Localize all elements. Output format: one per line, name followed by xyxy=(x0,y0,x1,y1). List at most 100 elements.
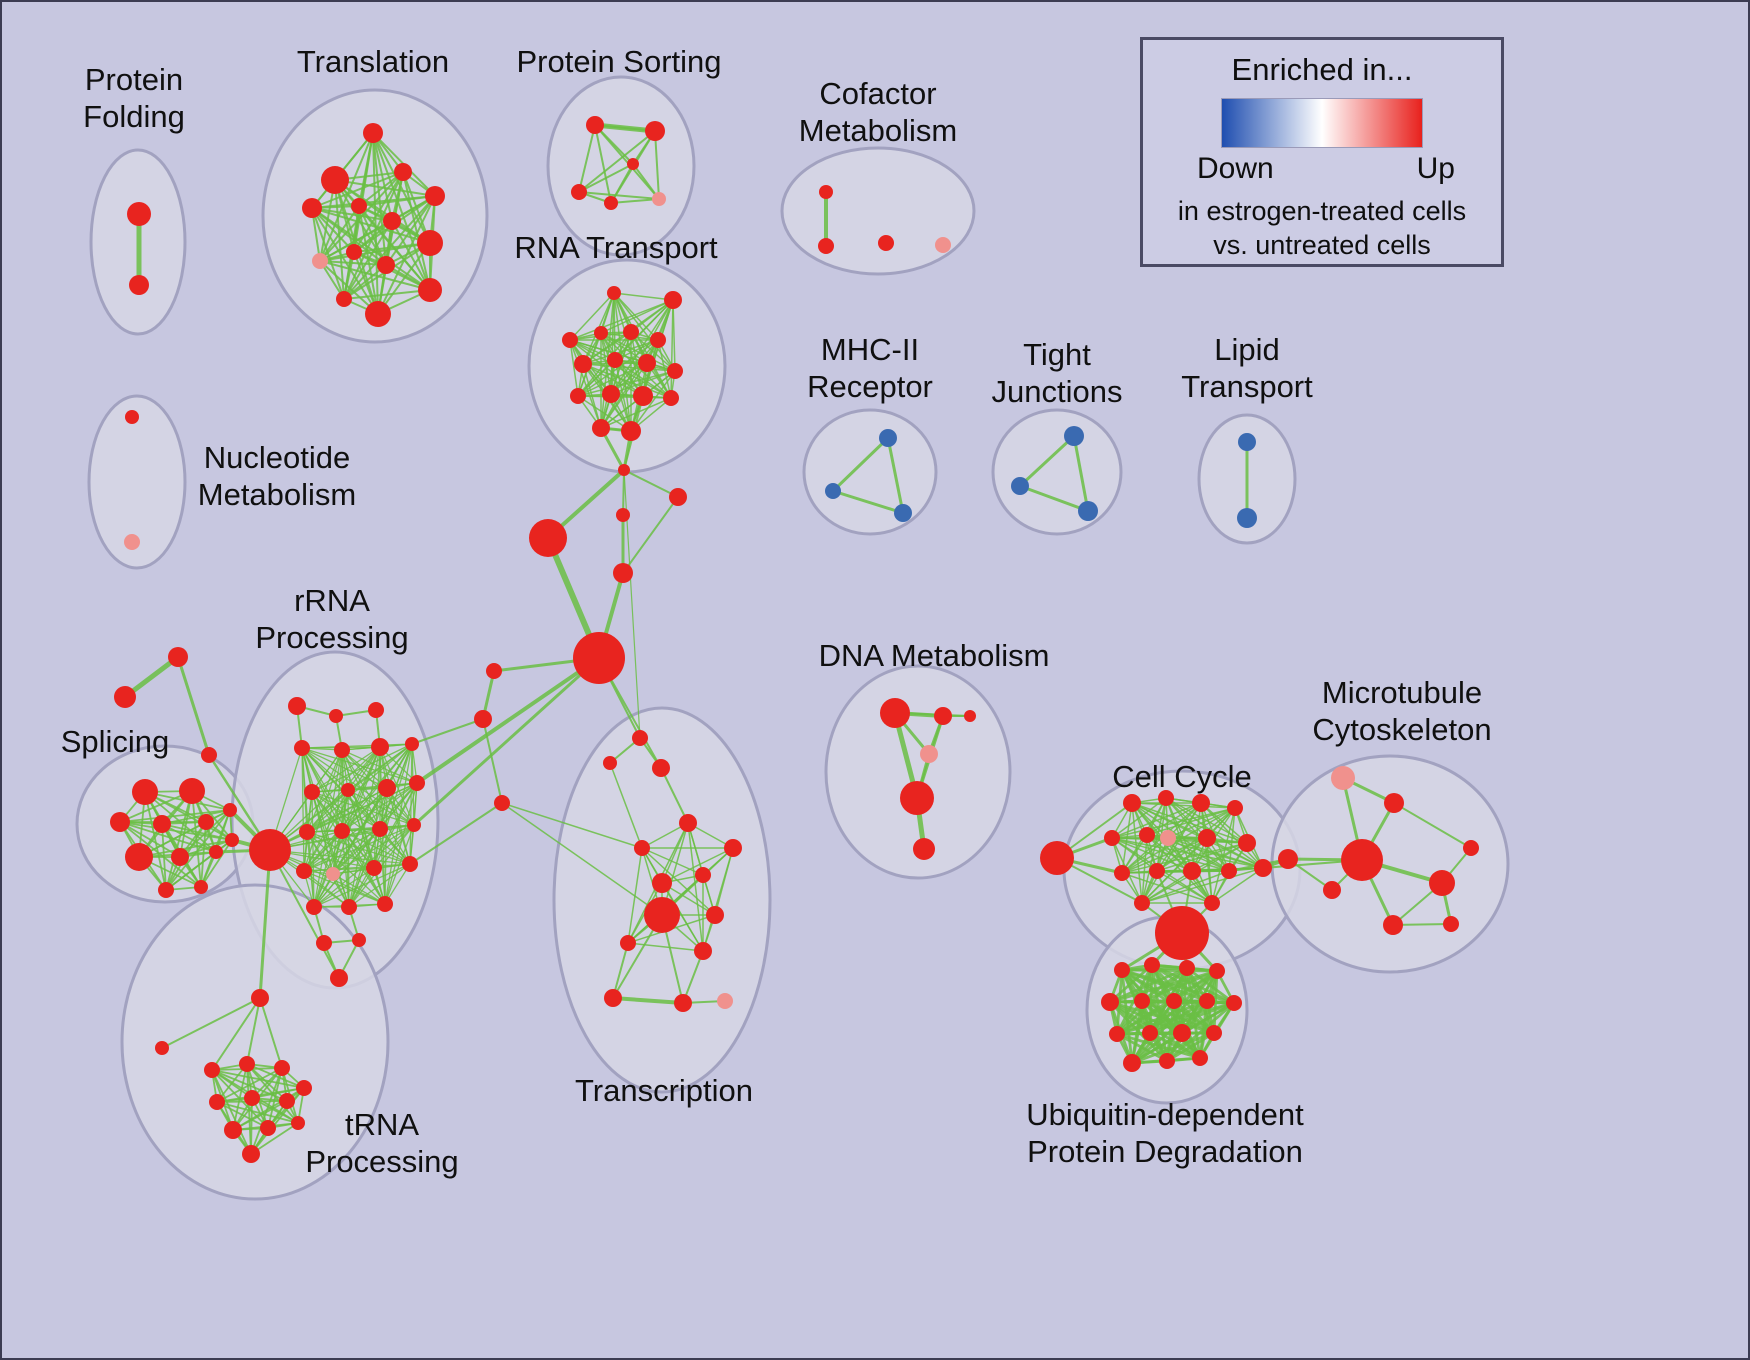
network-node xyxy=(695,867,711,883)
network-edge xyxy=(569,292,615,341)
network-edge xyxy=(372,132,379,315)
network-edge xyxy=(246,997,261,1065)
network-edge xyxy=(402,171,431,291)
network-node xyxy=(694,942,712,960)
network-edge xyxy=(301,747,305,872)
network-edge xyxy=(1131,802,1143,904)
network-node xyxy=(334,823,350,839)
network-edge xyxy=(303,824,415,872)
network-node xyxy=(296,1080,312,1096)
network-edge xyxy=(1156,837,1208,872)
network-node xyxy=(570,388,586,404)
network-edge xyxy=(582,339,659,365)
network-edge xyxy=(306,789,349,833)
network-node xyxy=(1278,849,1298,869)
network-node xyxy=(880,698,910,728)
network-edge xyxy=(594,124,634,165)
network-node xyxy=(1209,963,1225,979)
network-edge xyxy=(179,809,231,858)
network-node xyxy=(1383,915,1403,935)
network-edge xyxy=(1108,1000,1169,1063)
network-edge xyxy=(319,260,379,315)
network-node xyxy=(1221,863,1237,879)
network-edge xyxy=(409,802,503,865)
ubiquitin-degradation-label: Ubiquitin-dependent xyxy=(1026,1097,1304,1132)
network-edge xyxy=(311,171,404,209)
network-node xyxy=(336,291,352,307)
network-node xyxy=(1149,863,1165,879)
network-node xyxy=(249,829,291,871)
network-edge xyxy=(332,749,343,875)
network-node xyxy=(620,935,636,951)
network-node xyxy=(1158,790,1174,806)
trna-processing-group-ellipse xyxy=(120,883,390,1201)
network-edge xyxy=(1131,802,1236,809)
network-edge xyxy=(1121,837,1169,874)
microtubule-cytoskeleton-label: Cytoskeleton xyxy=(1312,712,1491,747)
network-edge xyxy=(319,220,393,262)
network-node xyxy=(274,1060,290,1076)
network-node xyxy=(1166,993,1182,1009)
network-node xyxy=(1238,433,1256,451)
network-node xyxy=(1101,993,1119,1011)
network-node xyxy=(1123,1054,1141,1072)
network-node xyxy=(571,184,587,200)
dna-metabolism-label: DNA Metabolism xyxy=(819,638,1050,673)
network-node xyxy=(171,848,189,866)
network-edge xyxy=(661,882,704,952)
network-edge xyxy=(311,746,381,793)
network-node xyxy=(1227,800,1243,816)
network-node xyxy=(825,483,841,499)
network-edge xyxy=(250,1122,299,1155)
network-edge xyxy=(306,782,418,833)
network-node xyxy=(1192,1050,1208,1066)
network-edge xyxy=(259,997,283,1069)
network-node xyxy=(127,202,151,226)
network-node xyxy=(304,784,320,800)
network-node xyxy=(1204,895,1220,911)
network-node xyxy=(383,212,401,230)
network-edge xyxy=(1141,867,1264,904)
network-edge xyxy=(610,198,660,204)
network-node xyxy=(223,803,237,817)
network-edge xyxy=(1018,484,1090,513)
protein-folding-label: Protein xyxy=(85,62,183,97)
tight-junctions-label: Junctions xyxy=(992,374,1123,409)
network-edge xyxy=(1111,797,1167,839)
rna-transport-group-ellipse xyxy=(527,258,727,474)
network-edge xyxy=(1393,802,1472,849)
network-node xyxy=(604,989,622,1007)
network-node xyxy=(1134,895,1150,911)
network-node xyxy=(204,1062,220,1078)
network-node xyxy=(1254,859,1272,877)
legend-title: Enriched in... xyxy=(1231,52,1413,87)
network-node xyxy=(1429,870,1455,896)
network-node xyxy=(346,244,362,260)
network-edge xyxy=(165,809,231,891)
network-edge xyxy=(216,1067,283,1103)
network-node xyxy=(1206,1025,1222,1041)
network-edge xyxy=(831,489,905,515)
network-edge xyxy=(119,821,202,888)
network-node xyxy=(964,710,976,722)
network-node xyxy=(1192,794,1210,812)
network-edge xyxy=(613,292,674,301)
network-node xyxy=(341,899,357,915)
network-node xyxy=(158,882,174,898)
network-edge xyxy=(122,654,181,700)
legend-caption-line1: in estrogen-treated cells xyxy=(1177,196,1467,226)
network-node xyxy=(260,1120,276,1136)
network-edge xyxy=(358,171,404,207)
nucleotide-metabolism-label: Nucleotide xyxy=(204,440,350,475)
network-node xyxy=(242,1145,260,1163)
network-node xyxy=(913,838,935,860)
network-edge xyxy=(482,718,503,804)
network-edge xyxy=(119,790,193,823)
network-edge xyxy=(1130,1031,1184,1065)
network-node xyxy=(894,504,912,522)
legend-caption: in estrogen-treated cells vs. untreated … xyxy=(1143,194,1501,262)
network-node xyxy=(365,301,391,327)
network-node xyxy=(920,745,938,763)
network-edge xyxy=(372,132,393,222)
network-edge xyxy=(341,782,418,832)
